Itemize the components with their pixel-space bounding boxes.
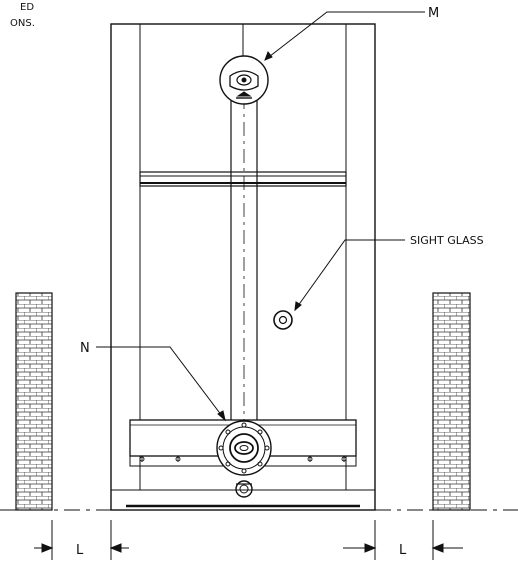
right-brick-wall — [432, 292, 471, 511]
dimension-right — [343, 520, 463, 560]
boiler-cabinet — [110, 23, 376, 511]
note-line-2: ONS. — [10, 18, 35, 29]
note-line-1: ED — [20, 2, 34, 13]
vertical-pipe — [230, 92, 258, 425]
left-brick-wall — [15, 292, 53, 511]
divider-band — [139, 171, 347, 187]
sight-glass — [273, 310, 293, 330]
callout-n-label: N — [80, 341, 90, 356]
dimension-left — [34, 520, 129, 560]
n-connection — [216, 420, 272, 498]
leaders — [96, 11, 425, 422]
dimension-right-label: L — [399, 543, 407, 558]
m-connection — [219, 55, 269, 105]
drain-fitting — [235, 480, 253, 498]
callout-m-label: M — [428, 6, 439, 21]
callout-sight-glass-label: SIGHT GLASS — [410, 234, 484, 247]
dimension-left-label: L — [76, 543, 84, 558]
